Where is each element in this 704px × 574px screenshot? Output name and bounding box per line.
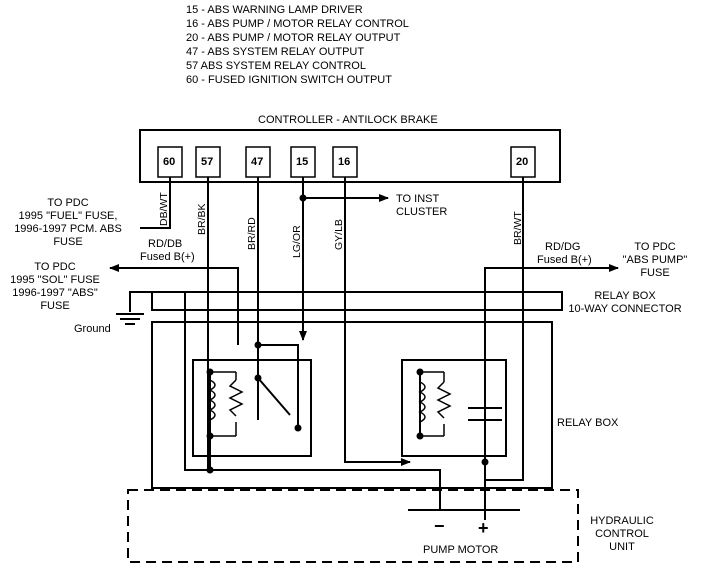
wiring: [109, 177, 619, 510]
relay-box-connector: [151, 291, 563, 311]
wire-16: [344, 177, 411, 466]
label-to-pdc-left-2: TO PDC 1995 "SOL" FUSE 1996-1997 "ABS" F…: [10, 261, 100, 312]
legend-line: 60 - FUSED IGNITION SWITCH OUTPUT: [186, 74, 392, 86]
left-relay-box: [192, 359, 312, 457]
svg-text:1996-1997 PCM. ABS: 1996-1997 PCM. ABS: [14, 223, 122, 235]
pin-label-15: 15: [296, 156, 308, 168]
svg-text:FUSE: FUSE: [40, 300, 69, 312]
wire-label-brrd: BR/RD: [246, 217, 258, 250]
relay-box-outline: [151, 321, 553, 489]
abs-system-relay: [192, 341, 312, 474]
svg-text:1996-1997 "ABS": 1996-1997 "ABS": [12, 287, 98, 299]
wire-label-brwt: BR/WT: [512, 211, 524, 245]
wire-label-lgor: LG/OR: [291, 225, 303, 258]
wire-label-dbwt: DB/WT: [158, 192, 170, 226]
plus-terminal: +: [478, 518, 489, 538]
legend-line: 57 ABS SYSTEM RELAY CONTROL: [186, 60, 366, 72]
svg-text:1995 "SOL" FUSE: 1995 "SOL" FUSE: [10, 274, 100, 286]
relay-switch-icon: [257, 377, 291, 416]
svg-text:CONTROL: CONTROL: [595, 528, 649, 540]
legend-line: 20 - ABS PUMP / MOTOR RELAY OUTPUT: [186, 32, 401, 44]
label-to-inst-cluster: TO INST CLUSTER: [396, 193, 447, 218]
label-ground: Ground: [74, 323, 111, 335]
label-to-pdc-left-1: TO PDC 1995 "FUEL" FUSE, 1996-1997 PCM. …: [14, 197, 122, 248]
pin-label-57: 57: [201, 156, 213, 168]
wire-rddb: [109, 264, 239, 345]
svg-text:RD/DB: RD/DB: [148, 238, 182, 250]
svg-text:RD/DG: RD/DG: [545, 241, 580, 253]
svg-text:TO PDC: TO PDC: [34, 261, 75, 273]
svg-text:10-WAY CONNECTOR: 10-WAY CONNECTOR: [568, 303, 681, 315]
resistor-icon: [228, 379, 244, 417]
svg-text:Fused B(+): Fused B(+): [537, 254, 592, 266]
svg-text:1995 "FUEL" FUSE,: 1995 "FUEL" FUSE,: [19, 210, 118, 222]
pin-label-16: 16: [338, 156, 350, 168]
pin-label-60: 60: [163, 156, 175, 168]
svg-text:FUSE: FUSE: [640, 267, 669, 279]
controller-box: [139, 129, 561, 183]
label-relay-box: RELAY BOX: [557, 417, 619, 429]
relay-coil-icon: [418, 381, 426, 423]
svg-text:FUSE: FUSE: [53, 236, 82, 248]
wire-20: [485, 177, 524, 481]
label-pump-motor: PUMP MOTOR: [423, 544, 498, 556]
svg-text:TO PDC: TO PDC: [634, 241, 675, 253]
resistor-icon: [436, 381, 452, 419]
wire-60: [140, 177, 171, 229]
wire-ground: [129, 291, 210, 471]
pin-label-47: 47: [251, 156, 263, 168]
svg-text:RELAY BOX: RELAY BOX: [594, 290, 656, 302]
right-relay-box: [401, 359, 507, 457]
legend-line: 47 - ABS SYSTEM RELAY OUTPUT: [186, 46, 364, 58]
label-relay-box-connector: RELAY BOX 10-WAY CONNECTOR: [568, 290, 681, 315]
pin-label-20: 20: [516, 156, 528, 168]
svg-text:"ABS PUMP": "ABS PUMP": [623, 254, 688, 266]
label-rd-dg: RD/DG Fused B(+): [537, 241, 592, 266]
hydraulic-control-unit-box: [127, 489, 579, 563]
svg-text:TO INST: TO INST: [396, 193, 439, 205]
label-hydraulic-control-unit: HYDRAULIC CONTROL UNIT: [590, 515, 654, 553]
svg-text:TO PDC: TO PDC: [47, 197, 88, 209]
pin-legend: 15 - ABS WARNING LAMP DRIVER 16 - ABS PU…: [186, 4, 409, 86]
legend-line: 15 - ABS WARNING LAMP DRIVER: [186, 4, 363, 16]
controller-title: CONTROLLER - ANTILOCK BRAKE: [258, 114, 438, 126]
controller-pins: 60 57 47 15 16 20: [157, 146, 536, 178]
label-rd-db: RD/DB Fused B(+): [140, 238, 195, 263]
label-to-pdc-right: TO PDC "ABS PUMP" FUSE: [623, 241, 688, 279]
svg-text:Fused B(+): Fused B(+): [140, 251, 195, 263]
svg-text:HYDRAULIC: HYDRAULIC: [590, 515, 654, 527]
wire-57: [207, 177, 441, 510]
ground-symbol: [116, 313, 144, 325]
svg-text:UNIT: UNIT: [609, 541, 635, 553]
wire-label-brbk: BR/BK: [196, 203, 208, 235]
pump-motor-relay: [299, 194, 507, 520]
svg-text:CLUSTER: CLUSTER: [396, 206, 447, 218]
minus-terminal: −: [434, 516, 445, 536]
legend-line: 16 - ABS PUMP / MOTOR RELAY CONTROL: [186, 18, 409, 30]
wire-label-gylb: GY/LB: [333, 219, 345, 250]
relay-coil-icon: [208, 379, 216, 421]
